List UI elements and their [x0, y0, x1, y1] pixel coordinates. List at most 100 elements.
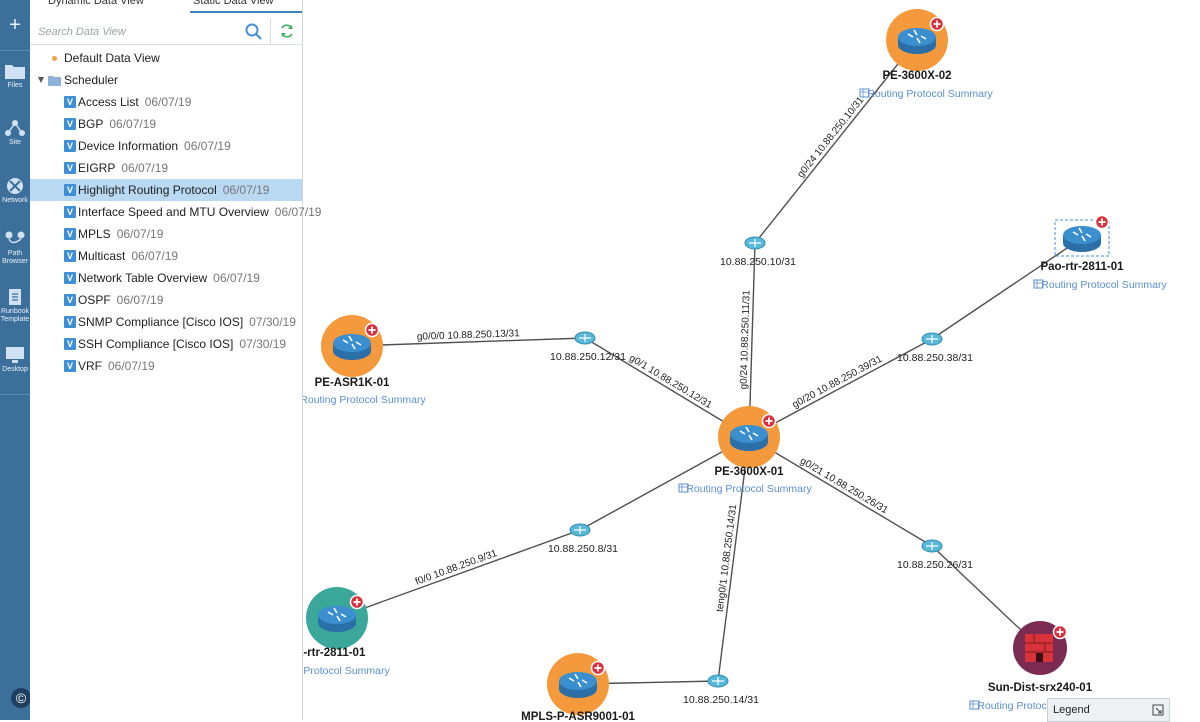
rail-item-path-browser[interactable]: Path Browser — [0, 230, 30, 266]
routing-protocol-summary-link[interactable]: Routing Protocol Summary — [678, 483, 812, 495]
data-view-icon: V — [64, 228, 76, 240]
site-icon — [5, 120, 25, 136]
search-box — [30, 18, 270, 45]
tree-item-label: BGP — [78, 117, 104, 131]
plus-icon — [368, 326, 376, 334]
plus-icon — [1098, 218, 1106, 226]
table-grid-icon — [1034, 280, 1043, 288]
network-link[interactable] — [754, 39, 918, 244]
tab-static-data-view[interactable]: Static Data View — [193, 0, 274, 7]
routing-protocol-summary-link[interactable]: Routing Protocol Summary — [1033, 279, 1167, 291]
router-top-icon — [1063, 226, 1101, 244]
network-link[interactable] — [748, 436, 933, 547]
network-link[interactable] — [748, 338, 933, 438]
plus-icon — [933, 20, 941, 28]
search-input[interactable] — [36, 22, 240, 42]
tree-folder-scheduler[interactable]: Scheduler — [30, 69, 302, 91]
routing-protocol-summary-link[interactable]: Routing Protocol Summary — [303, 665, 390, 677]
subnet-node[interactable]: 10.88.250.26/31 — [897, 539, 973, 571]
rail-item-label: Desktop — [2, 366, 28, 373]
tree-item-text: BGP 06/07/19 — [78, 113, 156, 135]
summary-label: Routing Protocol Summary — [867, 88, 993, 100]
table-icon — [859, 88, 870, 98]
rail-item-network[interactable]: Network — [0, 177, 30, 205]
rail-item-files[interactable]: Files — [0, 62, 30, 90]
rail-item-runbook-template[interactable]: Runbook Template — [0, 288, 30, 324]
routing-protocol-summary-link[interactable]: Routing Protocol Summary — [303, 394, 426, 406]
plus-icon — [1056, 628, 1064, 636]
tab-dynamic-data-view[interactable]: Dynamic Data View — [48, 0, 144, 7]
link-label: g0/20 10.88.250.39/31 — [791, 354, 885, 411]
subnet-label: 10.88.250.12/31 — [550, 351, 626, 363]
data-view-icon: V — [64, 338, 76, 350]
tree-item-date: 06/07/19 — [116, 227, 164, 241]
network-link[interactable] — [931, 237, 1083, 340]
data-view-icon: V — [64, 206, 76, 218]
subnet-node[interactable]: 10.88.250.38/31 — [897, 332, 973, 364]
routing-protocol-summary-link[interactable]: Routing Protocol Summary — [859, 88, 993, 100]
subnet-node[interactable]: 10.88.250.14/31 — [683, 674, 759, 706]
subnet-node[interactable]: 10.88.250.12/31 — [550, 331, 626, 363]
expand-icon[interactable] — [1152, 704, 1164, 716]
network-link[interactable] — [336, 529, 581, 619]
rail-item-site[interactable]: Site — [0, 119, 30, 147]
legend-panel[interactable]: Legend — [1047, 698, 1170, 722]
device-asr9k[interactable]: MPLS-P-ASR9001-01 — [521, 653, 635, 720]
network-link[interactable] — [748, 242, 756, 438]
data-view-icon: V — [64, 162, 76, 174]
tree-item-label: MPLS — [78, 227, 111, 241]
tree-item-date: 07/30/19 — [239, 337, 287, 351]
tree-item-default-data-view[interactable]: Default Data View — [30, 47, 302, 69]
subnet-label: 10.88.250.38/31 — [897, 352, 973, 364]
add-button[interactable]: + — [9, 14, 21, 36]
tree-item-label: SNMP Compliance [Cisco IOS] — [78, 315, 244, 329]
search-icon[interactable] — [244, 22, 264, 42]
network-link[interactable] — [717, 436, 750, 682]
tree-item-date: 06/07/19 — [184, 139, 231, 153]
rail-item-label: Files — [7, 82, 23, 89]
subnet-label: 10.88.250.8/31 — [548, 543, 618, 555]
router-top-icon — [559, 672, 597, 690]
collapse-triangle-icon[interactable] — [38, 77, 44, 83]
path-icon — [5, 231, 25, 244]
tree-item-label: Access List — [78, 95, 139, 109]
dot-icon — [52, 56, 57, 61]
network-link[interactable] — [584, 337, 750, 438]
tree-item-label: VRF — [78, 359, 102, 373]
data-view-icon: V — [64, 294, 76, 306]
refresh-button[interactable] — [270, 18, 303, 45]
tree-item-text: SSH Compliance [Cisco IOS]07/30/19 — [78, 333, 286, 355]
subnet-node[interactable]: 10.88.250.10/31 — [720, 236, 796, 268]
rail-item-desktop[interactable]: Desktop — [0, 346, 30, 374]
network-link[interactable] — [579, 436, 750, 531]
network-link[interactable] — [351, 337, 586, 347]
subnet-node[interactable]: 10.88.250.8/31 — [548, 523, 618, 555]
copyright-badge: © — [11, 688, 31, 708]
table-icon — [1033, 279, 1044, 289]
tree-item-date: 06/07/19 — [109, 117, 157, 131]
table-icon — [678, 483, 689, 493]
